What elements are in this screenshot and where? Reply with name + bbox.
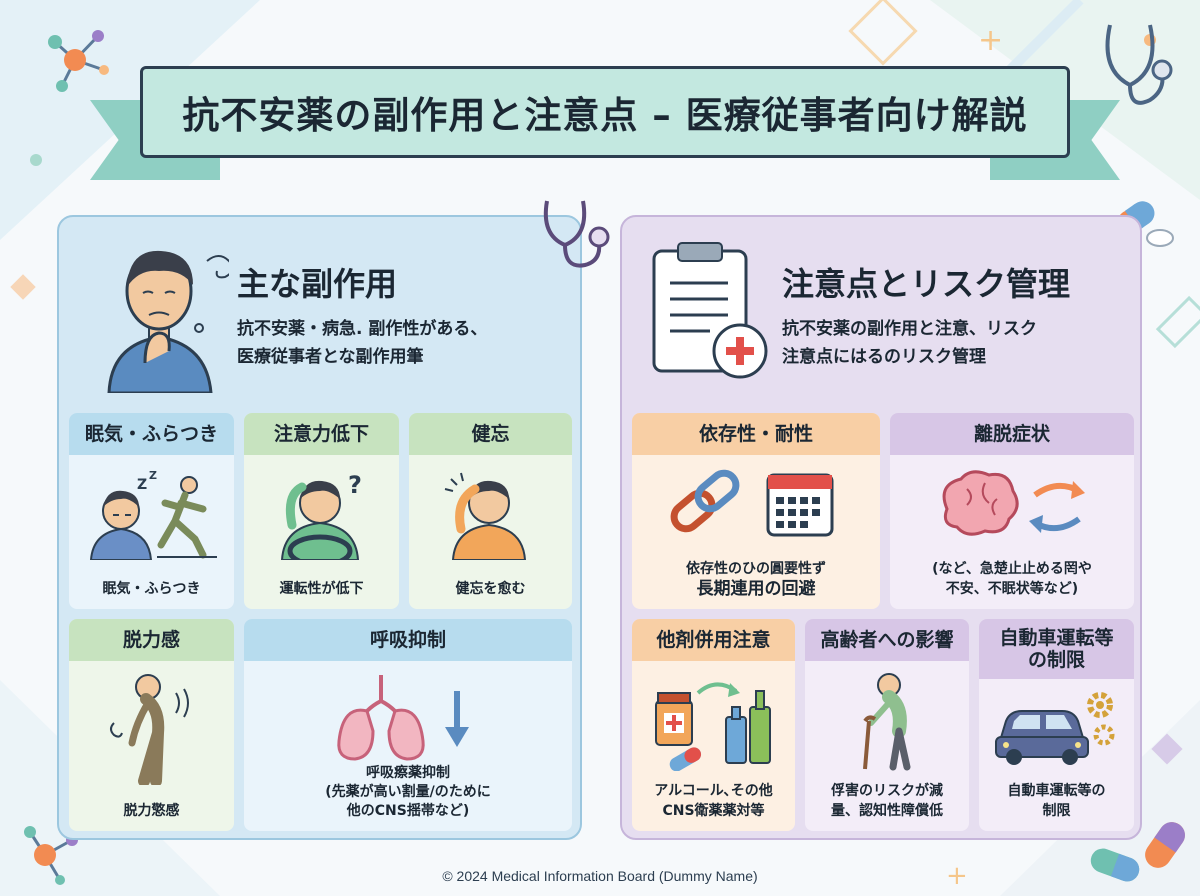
card-driving-caption-line2: 制限 bbox=[1042, 803, 1071, 819]
card-interaction-caption-line2: CNS衛薬薬対等 bbox=[662, 803, 765, 819]
side-effects-desc: 抗不安薬・病急. 副作性がある、 医療従事者とな副作用筆 bbox=[237, 315, 487, 371]
copyright-footer: © 2024 Medical Information Board (Dummy … bbox=[442, 868, 758, 884]
svg-text:Z: Z bbox=[149, 469, 157, 482]
card-amnesia-caption: 健忘を愈む bbox=[455, 581, 526, 597]
side-effects-desc-line2: 医療従事者とな副作用筆 bbox=[237, 347, 424, 367]
side-effects-panel: 主な副作用 抗不安薬・病急. 副作性がある、 医療従事者とな副作用筆 眠気・ふら… bbox=[57, 200, 610, 840]
lungs-icon bbox=[337, 675, 469, 761]
card-elderly: 高齢者への影響 俘害のリスクが減 量、認知性障償低 bbox=[805, 619, 969, 831]
card-interaction: 他剤併用注意 アルコール､その他 C bbox=[632, 619, 795, 831]
card-respiratory-caption-line1: 呼吸瘵薬抑制 bbox=[365, 765, 450, 781]
forgetful-person-icon bbox=[444, 472, 526, 560]
risk-management-title: 注意点とリスク管理 bbox=[782, 265, 1071, 303]
pills-alcohol-icon bbox=[654, 682, 771, 771]
card-respiratory: 呼吸抑制 呼吸瘵薬抑制 (先薬が高い割量/のために 他のCNS揺帯など) bbox=[244, 619, 572, 831]
card-respiratory-caption-line3: 他のCNS揺帯など) bbox=[346, 803, 470, 819]
card-interaction-caption: アルコール､その他 CNS衛薬薬対等 bbox=[654, 781, 773, 831]
banner-box: 抗不安薬の副作用と注意点 – 医療従事者向け解説 bbox=[140, 66, 1070, 158]
risk-management-desc-line2: 注意点にはるのリスク管理 bbox=[782, 347, 986, 367]
card-drowsiness: 眠気・ふらつき Z Z 眠気・ふらつき bbox=[69, 413, 234, 609]
card-attention-caption: 運転性が低下 bbox=[279, 581, 364, 597]
card-driving: 自動車運転等 の制限 自動車運転等の 制限 bbox=[979, 619, 1134, 831]
card-driving-header: 自動車運転等 の制限 bbox=[979, 619, 1134, 679]
card-dependence-caption: 依存性のひの圓要性ず 長期連用の回避 bbox=[686, 559, 826, 609]
card-withdrawal-caption: (など、急楚止止める罔や 不安、不眠状等など) bbox=[932, 559, 1092, 609]
side-effects-title: 主な副作用 bbox=[237, 265, 398, 303]
card-dependence-caption-line1: 依存性のひの圓要性ず bbox=[686, 561, 826, 577]
card-respiratory-caption: 呼吸瘵薬抑制 (先薬が高い割量/のために 他のCNS揺帯など) bbox=[325, 764, 491, 831]
brain-arrows-icon bbox=[942, 470, 1085, 536]
card-respiratory-header: 呼吸抑制 bbox=[244, 619, 572, 661]
risk-management-panel: 注意点とリスク管理 抗不安薬の副作用と注意、リスク 注意点にはるのリスク管理 依… bbox=[620, 215, 1142, 840]
card-elderly-caption-line1: 俘害のリスクが減 bbox=[831, 783, 943, 799]
worried-person-icon bbox=[107, 250, 229, 393]
card-withdrawal-caption-line2: 不安、不眠状等など) bbox=[945, 581, 1079, 597]
card-weakness-header: 脱力感 bbox=[69, 619, 234, 661]
card-driving-header-line2: の制限 bbox=[1027, 649, 1085, 671]
svg-text:+: + bbox=[946, 861, 968, 891]
card-attention: 注意力低下 ? 運転性が低下 bbox=[244, 413, 399, 609]
card-elderly-caption-line2: 量、認知性障償低 bbox=[831, 803, 943, 819]
driving-person-icon: ? bbox=[280, 471, 362, 560]
card-withdrawal-caption-line1: (など、急楚止止める罔や bbox=[932, 561, 1092, 577]
card-driving-caption-line1: 自動車運転等の bbox=[1007, 783, 1106, 799]
card-interaction-caption-line1: アルコール､その他 bbox=[654, 783, 773, 799]
card-amnesia: 健忘 健忘を愈む bbox=[409, 413, 572, 609]
fatigued-person-icon bbox=[109, 674, 189, 785]
card-drowsiness-caption: 眠気・ふらつき bbox=[102, 581, 201, 597]
card-dependence-header: 依存性・耐性 bbox=[632, 413, 880, 455]
card-elderly-header: 高齢者への影響 bbox=[805, 619, 969, 661]
svg-text:?: ? bbox=[348, 471, 362, 499]
card-dependence-caption-line2: 長期連用の回避 bbox=[696, 579, 816, 599]
card-withdrawal: 離脱症状 (など、急楚止止める罔や 不安、不眠状等など) bbox=[890, 413, 1134, 609]
svg-text:+: + bbox=[978, 23, 1003, 58]
card-weakness-caption: 脱力憼感 bbox=[123, 803, 180, 819]
clipboard-icon bbox=[652, 242, 768, 379]
elderly-person-icon bbox=[863, 673, 911, 771]
card-drowsiness-header: 眠気・ふらつき bbox=[69, 413, 234, 455]
car-gears-icon bbox=[994, 692, 1114, 765]
risk-management-desc: 抗不安薬の副作用と注意、リスク 注意点にはるのリスク管理 bbox=[782, 315, 1037, 371]
card-withdrawal-header: 離脱症状 bbox=[890, 413, 1134, 455]
risk-management-desc-line1: 抗不安薬の副作用と注意、リスク bbox=[782, 319, 1037, 339]
card-driving-caption: 自動車運転等の 制限 bbox=[1008, 781, 1106, 831]
side-effects-desc-line1: 抗不安薬・病急. 副作性がある、 bbox=[237, 319, 488, 339]
card-interaction-header: 他剤併用注意 bbox=[632, 619, 795, 661]
card-weakness: 脱力感 脱力憼感 bbox=[69, 619, 234, 831]
card-elderly-caption: 俘害のリスクが減 量、認知性障償低 bbox=[831, 781, 943, 831]
card-attention-header: 注意力低下 bbox=[244, 413, 399, 455]
card-respiratory-caption-line2: (先薬が高い割量/のために bbox=[325, 784, 491, 800]
card-dependence: 依存性・耐性 依存性のひの圓要性ず 長期連用の回避 bbox=[632, 413, 880, 609]
title-banner: 抗不安薬の副作用と注意点 – 医療従事者向け解説 bbox=[90, 62, 1120, 182]
sleepy-person-icon: Z Z bbox=[89, 469, 217, 560]
page-title: 抗不安薬の副作用と注意点 – 医療従事者向け解説 bbox=[182, 94, 1028, 137]
chain-calendar-icon bbox=[670, 469, 834, 537]
svg-text:Z: Z bbox=[137, 477, 147, 493]
stethoscope-icon bbox=[543, 200, 610, 268]
card-amnesia-header: 健忘 bbox=[409, 413, 572, 455]
card-driving-header-line1: 自動車運転等 bbox=[999, 627, 1114, 649]
